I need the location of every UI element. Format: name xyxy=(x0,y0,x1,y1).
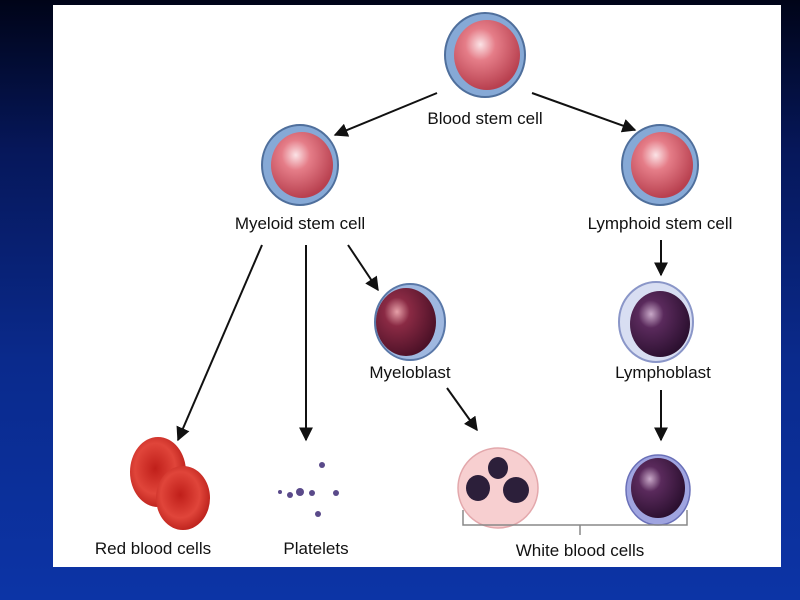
label-myeloid-stem-cell: Myeloid stem cell xyxy=(235,214,365,233)
label-blood-stem-cell: Blood stem cell xyxy=(427,109,542,128)
platelets-image xyxy=(278,462,339,517)
neutrophil-cell xyxy=(457,447,539,529)
red-blood-cells-image xyxy=(130,437,210,530)
white-blood-cells-bracket xyxy=(462,510,688,535)
label-red-blood-cells: Red blood cells xyxy=(95,539,211,558)
label-white-blood-cells: White blood cells xyxy=(516,541,645,560)
myeloid-stem-cell xyxy=(261,124,339,206)
lymphoid-stem-cell xyxy=(621,124,699,206)
label-platelets: Platelets xyxy=(283,539,348,558)
myeloblast-cell xyxy=(374,283,446,361)
lymphoblast-cell xyxy=(618,281,694,363)
label-lymphoblast: Lymphoblast xyxy=(615,363,711,382)
lymphocyte-cell xyxy=(625,454,691,526)
blood-stem-cell xyxy=(444,12,526,98)
label-lymphoid-stem-cell: Lymphoid stem cell xyxy=(588,214,733,233)
arrows xyxy=(176,92,668,442)
label-myeloblast: Myeloblast xyxy=(369,363,451,382)
